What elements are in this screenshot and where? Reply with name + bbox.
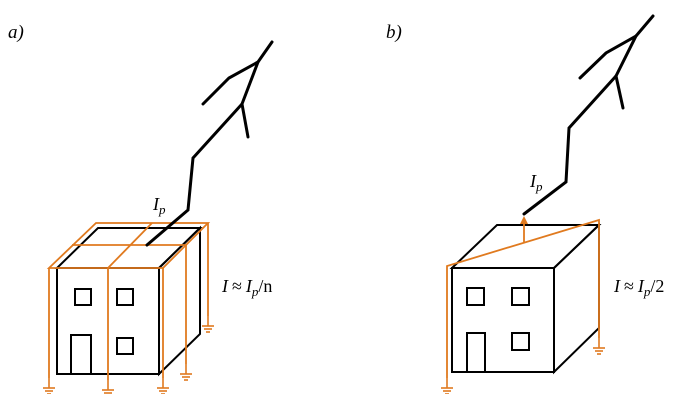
ground-icon [156, 377, 170, 394]
lightning-main-stroke [145, 40, 274, 247]
house-b-window-3 [511, 332, 530, 351]
ground-icon [179, 363, 193, 381]
house-a-window-2 [116, 288, 134, 306]
lightning-branch-2 [614, 74, 625, 110]
panel-b-label: b) [386, 22, 402, 43]
formula-a: I≈Ip/n [221, 276, 272, 299]
ground-icon [592, 337, 606, 355]
house-a-door [70, 334, 92, 375]
house-b-window-2 [511, 287, 530, 306]
house-a [54, 225, 203, 377]
conductor-mesh-a [46, 222, 211, 380]
panel-a: a) [8, 22, 274, 394]
ground-icon [101, 379, 115, 394]
ground-icon [201, 315, 215, 333]
house-b-side-wall [553, 222, 600, 375]
current-label-b: Ip [529, 171, 543, 194]
house-a-window-1 [74, 288, 92, 306]
current-arrow-head-icon [520, 216, 528, 224]
lightning-main-stroke [522, 14, 655, 216]
mesh-roof-cross-2 [107, 222, 153, 269]
conductor-diagonal-b [446, 216, 600, 378]
lightning-bolt-b [522, 14, 655, 216]
lightning-branch-1 [578, 34, 638, 80]
house-b [449, 222, 602, 375]
ground-icon [440, 377, 454, 394]
house-b-window-1 [466, 287, 485, 306]
house-a-window-3 [116, 337, 134, 355]
current-label-a: Ip [152, 194, 166, 217]
house-a-side-wall [158, 225, 201, 377]
panel-b: b) Ip I≈Ip/2 [386, 14, 664, 394]
lightning-branch-1 [201, 60, 260, 106]
diagonal-roof-conductor [446, 218, 600, 378]
house-b-door [466, 332, 486, 373]
lightning-bolt-a [145, 40, 274, 247]
formula-b: I≈Ip/2 [613, 276, 664, 299]
panel-a-label: a) [8, 22, 24, 43]
lightning-branch-2 [240, 102, 250, 139]
ground-icon [42, 377, 56, 394]
